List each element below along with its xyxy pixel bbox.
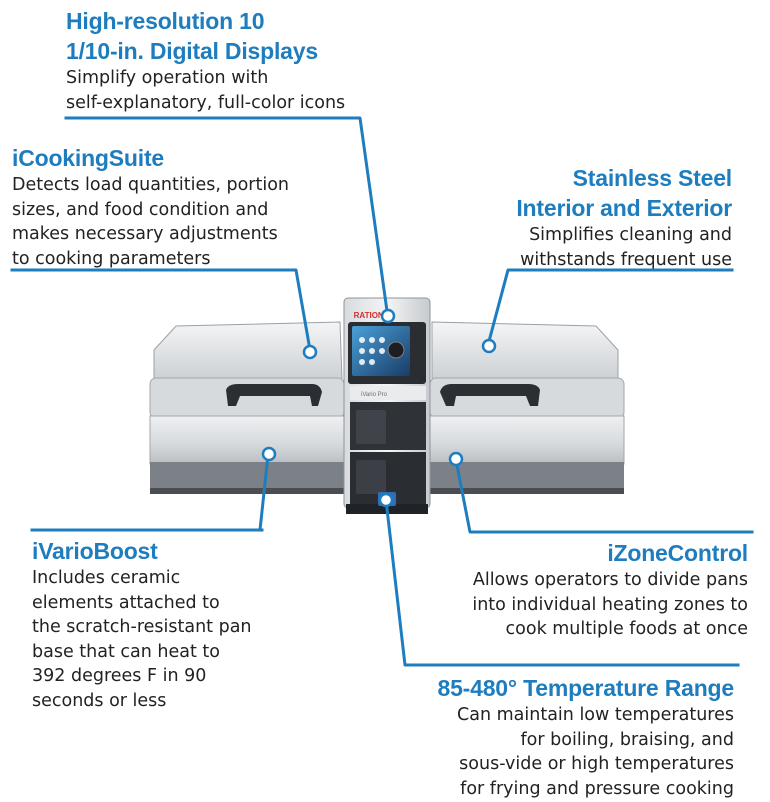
callout-body: Detects load quantities, portion sizes, … <box>12 175 290 269</box>
leader-line-cooking <box>10 268 312 352</box>
callout-icookingsuite: iCookingSuite Detects load quantities, p… <box>12 143 289 271</box>
callout-body: Simplifies cleaning and withstands frequ… <box>520 225 732 270</box>
pointer-dot-icon <box>481 338 497 354</box>
leader-line-zone <box>454 458 754 534</box>
callout-title: iZoneControl <box>607 540 748 566</box>
control-knob-icon <box>387 341 405 359</box>
pointer-dot-icon <box>261 446 277 462</box>
control-tower <box>343 297 431 514</box>
leader-line-display <box>64 116 390 320</box>
pointer-dot-icon <box>448 451 464 467</box>
leader-line-boost <box>258 453 270 532</box>
pointer-dot-icon <box>378 492 394 508</box>
pointer-dot-icon <box>302 344 318 360</box>
left-handle <box>226 384 322 406</box>
callout-title: iCookingSuite <box>12 145 165 171</box>
leader-line-temp <box>384 498 740 667</box>
callout-izonecontrol: iZoneControl Allows operators to divide … <box>472 538 748 642</box>
right-handle <box>440 384 540 406</box>
model-label: iVario Pro <box>361 392 388 398</box>
callout-body: Allows operators to divide pans into ind… <box>472 570 748 639</box>
callout-stainless-steel: Stainless Steel Interior and Exterior Si… <box>516 163 732 272</box>
callout-body: Simplify operation with self-explanatory… <box>66 68 346 113</box>
callout-title: 85-480° Temperature Range <box>437 675 734 701</box>
callout-body: Can maintain low temperatures for boilin… <box>457 705 734 799</box>
callout-body: Includes ceramic elements attached to th… <box>32 568 252 711</box>
callout-ivarioboost: iVarioBoost Includes ceramic elements at… <box>32 536 252 713</box>
left-pan-unit <box>149 321 345 494</box>
callout-title: High-resolution 10 1/10-in. Digital Disp… <box>66 8 318 64</box>
callout-title: iVarioBoost <box>32 538 158 564</box>
callout-digital-displays: High-resolution 10 1/10-in. Digital Disp… <box>66 6 345 115</box>
brand-logo: RATIONAL <box>354 311 395 320</box>
pointer-dot-icon <box>380 308 396 324</box>
callout-title: Stainless Steel Interior and Exterior <box>516 165 732 221</box>
callout-temperature-range: 85-480° Temperature Range Can maintain l… <box>437 673 734 801</box>
leader-line-steel <box>486 268 734 347</box>
right-pan-unit <box>429 321 625 494</box>
